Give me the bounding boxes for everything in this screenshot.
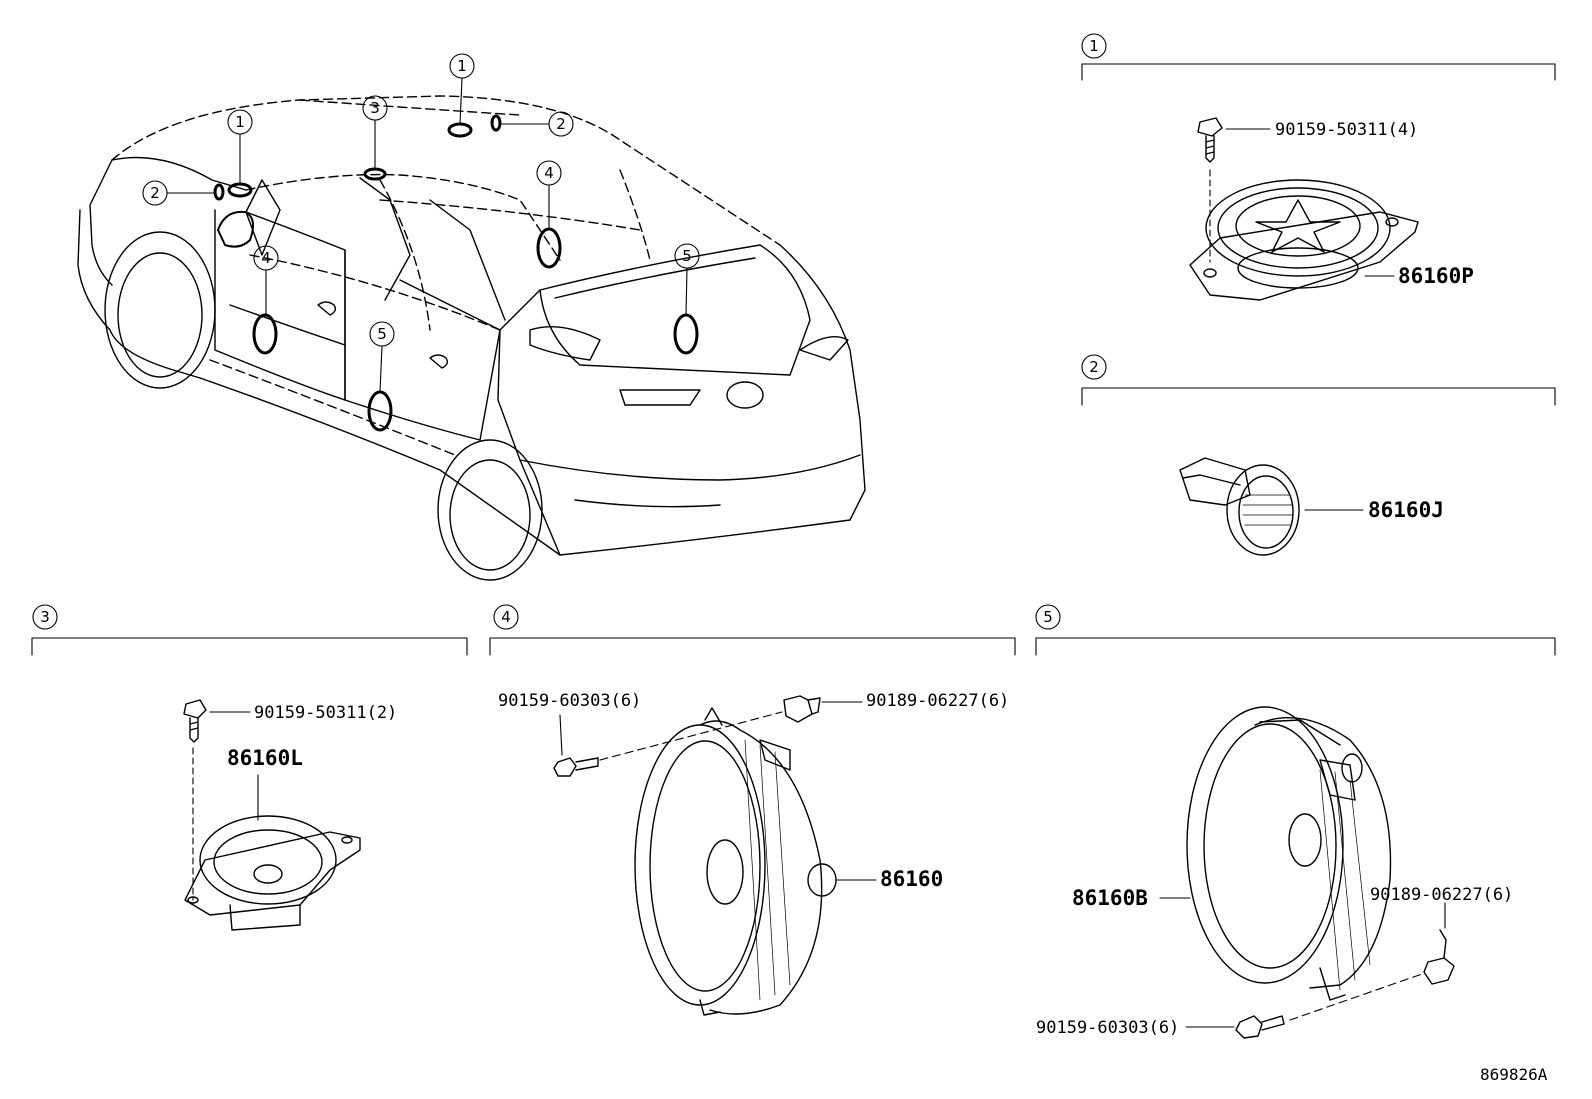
svg-text:2: 2	[556, 115, 566, 133]
svg-text:5: 5	[682, 247, 692, 265]
section-4-number: 4	[501, 608, 511, 626]
section-3: 3 90159-50311(2) 86160L	[31, 604, 468, 931]
part-number-90189-06227-6: 90189-06227(6)	[1370, 885, 1513, 905]
svg-text:4: 4	[261, 249, 271, 267]
section-1-number: 1	[1089, 37, 1099, 55]
svg-text:2: 2	[150, 184, 160, 202]
svg-text:5: 5	[377, 325, 387, 343]
speaker-icon	[1189, 179, 1419, 301]
speaker-icon	[634, 707, 837, 1016]
callout-2-roof: 2	[548, 111, 574, 137]
part-number-90159-60303-6: 90159-60303(6)	[1036, 1018, 1179, 1038]
section-4: 4 90159-60303(6) 90189-06227(6)	[489, 604, 1016, 1016]
screw-icon	[1235, 1015, 1285, 1039]
svg-text:3: 3	[370, 99, 380, 117]
bolt-icon	[1197, 117, 1223, 163]
diagram-reference-number: 869826A	[1480, 1065, 1548, 1084]
section-5: 5 86160B 90189-06227(6) 901	[1035, 604, 1556, 1039]
part-number-86160L: 86160L	[227, 746, 303, 770]
clip-icon	[783, 695, 821, 723]
car-illustration	[77, 95, 866, 581]
car-callouts: 1 2 1 2 3 4 4 5 5	[142, 53, 700, 347]
section-1: 1 90159-50311(4) 86160P	[1081, 33, 1556, 301]
callout-2-front: 2	[142, 180, 168, 206]
clip-icon	[1423, 929, 1455, 985]
section-2: 2 86160J	[1081, 354, 1556, 556]
svg-text:1: 1	[457, 57, 467, 75]
part-number-86160J: 86160J	[1368, 498, 1444, 522]
part-number-90189-06227-6: 90189-06227(6)	[866, 691, 1009, 711]
speaker-location-markers	[213, 114, 699, 432]
bolt-icon	[183, 699, 207, 743]
callout-1-front: 1	[227, 109, 253, 135]
tweeter-icon	[1179, 457, 1300, 556]
callout-4-front: 4	[253, 245, 279, 271]
svg-text:4: 4	[544, 164, 554, 182]
callout-4-rear: 4	[536, 160, 562, 186]
speaker-icon	[1186, 706, 1392, 1001]
speaker-icon	[184, 815, 361, 931]
part-number-90159-60303-6: 90159-60303(6)	[498, 691, 641, 711]
part-number-90159-50311-4: 90159-50311(4)	[1275, 120, 1418, 140]
section-2-number: 2	[1089, 358, 1099, 376]
part-number-86160P: 86160P	[1398, 264, 1474, 288]
part-number-90159-50311-2: 90159-50311(2)	[254, 703, 397, 723]
part-number-86160B: 86160B	[1072, 886, 1148, 910]
section-5-number: 5	[1043, 608, 1053, 626]
callout-3: 3	[362, 95, 388, 121]
callout-5-front: 5	[369, 321, 395, 347]
svg-text:1: 1	[235, 113, 245, 131]
section-3-number: 3	[40, 608, 50, 626]
callout-leaders	[166, 77, 688, 393]
screw-icon	[553, 757, 599, 777]
part-number-86160: 86160	[880, 867, 943, 891]
callout-1-roof: 1	[449, 53, 475, 79]
callout-5-rear: 5	[674, 243, 700, 269]
